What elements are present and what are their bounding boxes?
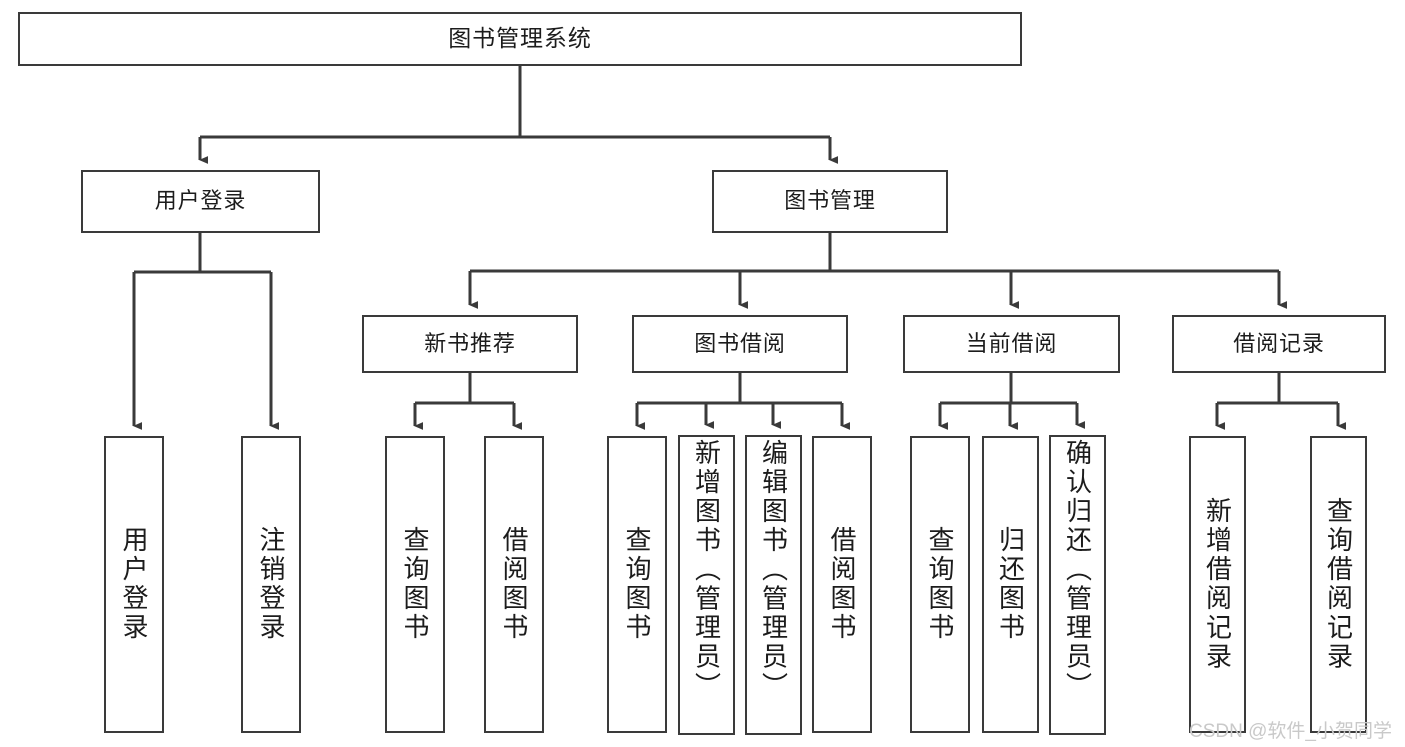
leaf-edit-book-admin-label: 编辑图书（管理员） [758, 439, 789, 702]
leaf-logout-label: 注销登录 [256, 526, 286, 643]
csdn-watermark: CSDN @软件_小贺同学 [1189, 721, 1392, 742]
node-root-label: 图书管理系统 [448, 25, 592, 52]
leaf-confirm-return-admin[interactable]: 确认归还（管理员） [1049, 435, 1106, 735]
leaf-add-borrow-record[interactable]: 新增借阅记录 [1189, 436, 1246, 733]
leaf-add-borrow-record-label: 新增借阅记录 [1202, 497, 1233, 672]
node-book-management-label: 图书管理 [784, 188, 876, 214]
leaf-user-login-label: 用户登录 [119, 526, 149, 643]
node-new-book-recommend-label: 新书推荐 [424, 330, 516, 356]
leaf-borrow-book-recommend[interactable]: 借阅图书 [484, 436, 544, 733]
node-book-borrow-label: 图书借阅 [694, 330, 786, 356]
node-book-management[interactable]: 图书管理 [712, 170, 948, 233]
leaf-borrow-book-recommend-label: 借阅图书 [499, 526, 529, 643]
leaf-query-book-current-label: 查询图书 [925, 526, 955, 643]
leaf-query-book-borrow-label: 查询图书 [622, 526, 652, 643]
node-book-borrow[interactable]: 图书借阅 [632, 315, 848, 373]
leaf-confirm-return-admin-label: 确认归还（管理员） [1062, 439, 1093, 702]
leaf-query-borrow-record[interactable]: 查询借阅记录 [1310, 436, 1367, 733]
node-borrow-record-label: 借阅记录 [1233, 330, 1325, 356]
leaf-query-book-recommend[interactable]: 查询图书 [385, 436, 445, 733]
leaf-edit-book-admin[interactable]: 编辑图书（管理员） [745, 435, 802, 735]
node-user-login[interactable]: 用户登录 [81, 170, 320, 233]
node-root[interactable]: 图书管理系统 [18, 12, 1022, 66]
leaf-logout[interactable]: 注销登录 [241, 436, 301, 733]
node-user-login-label: 用户登录 [154, 188, 247, 214]
leaf-return-book-label: 归还图书 [995, 526, 1026, 643]
leaf-query-book-recommend-label: 查询图书 [400, 526, 430, 643]
leaf-query-book-current[interactable]: 查询图书 [910, 436, 970, 733]
node-borrow-record[interactable]: 借阅记录 [1172, 315, 1386, 373]
node-new-book-recommend[interactable]: 新书推荐 [362, 315, 578, 373]
leaf-return-book[interactable]: 归还图书 [982, 436, 1039, 733]
leaf-query-book-borrow[interactable]: 查询图书 [607, 436, 667, 733]
leaf-borrow-book-label: 借阅图书 [827, 526, 857, 643]
leaf-query-borrow-record-label: 查询借阅记录 [1323, 497, 1354, 672]
leaf-borrow-book[interactable]: 借阅图书 [812, 436, 872, 733]
leaf-user-login[interactable]: 用户登录 [104, 436, 164, 733]
leaf-add-book-admin-label: 新增图书（管理员） [691, 439, 722, 702]
node-current-borrow-label: 当前借阅 [965, 330, 1058, 356]
node-current-borrow[interactable]: 当前借阅 [903, 315, 1120, 373]
leaf-add-book-admin[interactable]: 新增图书（管理员） [678, 435, 735, 735]
